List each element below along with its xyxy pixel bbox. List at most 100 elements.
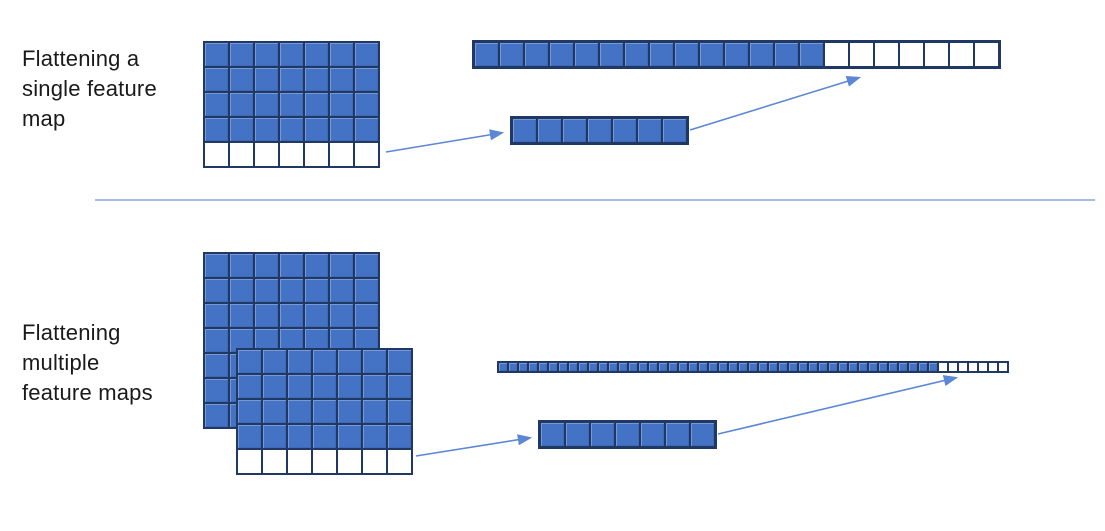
vector-cell bbox=[718, 362, 728, 372]
feature-map-cell bbox=[279, 278, 304, 303]
vector-cell bbox=[799, 42, 824, 67]
vector-cell bbox=[968, 362, 978, 372]
feature-map-cell bbox=[254, 253, 279, 278]
feature-map-cell bbox=[204, 42, 229, 67]
feature-map-cell bbox=[204, 67, 229, 92]
vector-cell bbox=[824, 42, 849, 67]
feature-map-cell bbox=[362, 449, 387, 474]
feature-map-cell bbox=[287, 399, 312, 424]
feature-map-cell bbox=[204, 253, 229, 278]
feature-map-cell bbox=[304, 142, 329, 167]
vector-cell bbox=[612, 118, 637, 143]
vector-cell bbox=[928, 362, 938, 372]
vector-cell bbox=[558, 362, 568, 372]
vector-cell bbox=[874, 42, 899, 67]
vector-cell bbox=[615, 422, 640, 447]
vector-cell bbox=[562, 118, 587, 143]
feature-map-cell bbox=[204, 278, 229, 303]
feature-map-cell bbox=[304, 303, 329, 328]
feature-map-cell bbox=[262, 449, 287, 474]
feature-map-cell bbox=[262, 349, 287, 374]
feature-map-cell bbox=[329, 253, 354, 278]
feature-map-cell bbox=[279, 42, 304, 67]
vector-cell bbox=[649, 42, 674, 67]
vector-cell bbox=[998, 362, 1008, 372]
feature-map-cell bbox=[387, 449, 412, 474]
feature-map-cell bbox=[329, 67, 354, 92]
vector-cell bbox=[918, 362, 928, 372]
vector-cell bbox=[668, 362, 678, 372]
feature-map-cell bbox=[329, 92, 354, 117]
feature-map-cell bbox=[262, 399, 287, 424]
vector-cell bbox=[749, 42, 774, 67]
feature-map-cell bbox=[279, 117, 304, 142]
feature-map-cell bbox=[204, 353, 229, 378]
single-row-to-vector-arrow bbox=[385, 129, 505, 153]
vector-cell bbox=[724, 42, 749, 67]
vector-cell bbox=[974, 42, 999, 67]
feature-map-cell bbox=[237, 374, 262, 399]
feature-map-cell bbox=[362, 399, 387, 424]
feature-map-cell bbox=[287, 424, 312, 449]
vector-cell bbox=[638, 362, 648, 372]
vector-cell bbox=[908, 362, 918, 372]
vector-cell bbox=[658, 362, 668, 372]
vector-cell bbox=[674, 42, 699, 67]
feature-map-cell bbox=[262, 424, 287, 449]
vector-cell bbox=[924, 42, 949, 67]
feature-map-cell bbox=[229, 253, 254, 278]
vector-cell bbox=[637, 118, 662, 143]
vector-cell bbox=[599, 42, 624, 67]
vector-cell bbox=[699, 42, 724, 67]
feature-map-cell bbox=[312, 449, 337, 474]
vector-cell bbox=[708, 362, 718, 372]
feature-map-cell bbox=[329, 117, 354, 142]
vector-cell bbox=[858, 362, 868, 372]
vector-cell bbox=[948, 362, 958, 372]
feature-map-cell bbox=[229, 42, 254, 67]
multiple-front-feature-map-grid bbox=[236, 348, 413, 475]
feature-map-cell bbox=[254, 92, 279, 117]
feature-map-cell bbox=[329, 278, 354, 303]
vector-cell bbox=[988, 362, 998, 372]
feature-map-cell bbox=[354, 67, 379, 92]
vector-cell bbox=[538, 362, 548, 372]
feature-map-cell bbox=[237, 399, 262, 424]
vector-cell bbox=[549, 42, 574, 67]
feature-map-cell bbox=[254, 303, 279, 328]
feature-map-cell bbox=[229, 117, 254, 142]
feature-map-cell bbox=[304, 92, 329, 117]
feature-map-cell bbox=[304, 67, 329, 92]
vector-cell bbox=[818, 362, 828, 372]
vector-cell bbox=[640, 422, 665, 447]
vector-cell bbox=[774, 42, 799, 67]
feature-map-cell bbox=[229, 278, 254, 303]
vector-cell bbox=[608, 362, 618, 372]
feature-map-cell bbox=[229, 92, 254, 117]
feature-map-cell bbox=[312, 349, 337, 374]
vector-cell bbox=[949, 42, 974, 67]
feature-map-cell bbox=[204, 328, 229, 353]
feature-map-cell bbox=[387, 424, 412, 449]
multiple-flattened-row-vector bbox=[538, 420, 717, 449]
feature-map-cell bbox=[304, 42, 329, 67]
vector-cell bbox=[548, 362, 558, 372]
feature-map-cell bbox=[287, 374, 312, 399]
single-vector-to-output-arrow bbox=[689, 75, 862, 131]
vector-cell bbox=[508, 362, 518, 372]
vector-cell bbox=[624, 42, 649, 67]
vector-cell bbox=[574, 42, 599, 67]
vector-cell bbox=[690, 422, 715, 447]
feature-map-cell bbox=[329, 42, 354, 67]
feature-map-cell bbox=[304, 117, 329, 142]
feature-map-cell bbox=[312, 424, 337, 449]
multiple-flattened-output-vector bbox=[497, 361, 1009, 373]
single-flattened-output-vector bbox=[472, 40, 1001, 69]
vector-cell bbox=[898, 362, 908, 372]
feature-map-cell bbox=[387, 374, 412, 399]
vector-cell bbox=[474, 42, 499, 67]
vector-cell bbox=[768, 362, 778, 372]
multiple-vector-to-output-arrow bbox=[717, 375, 959, 435]
feature-map-cell bbox=[279, 142, 304, 167]
